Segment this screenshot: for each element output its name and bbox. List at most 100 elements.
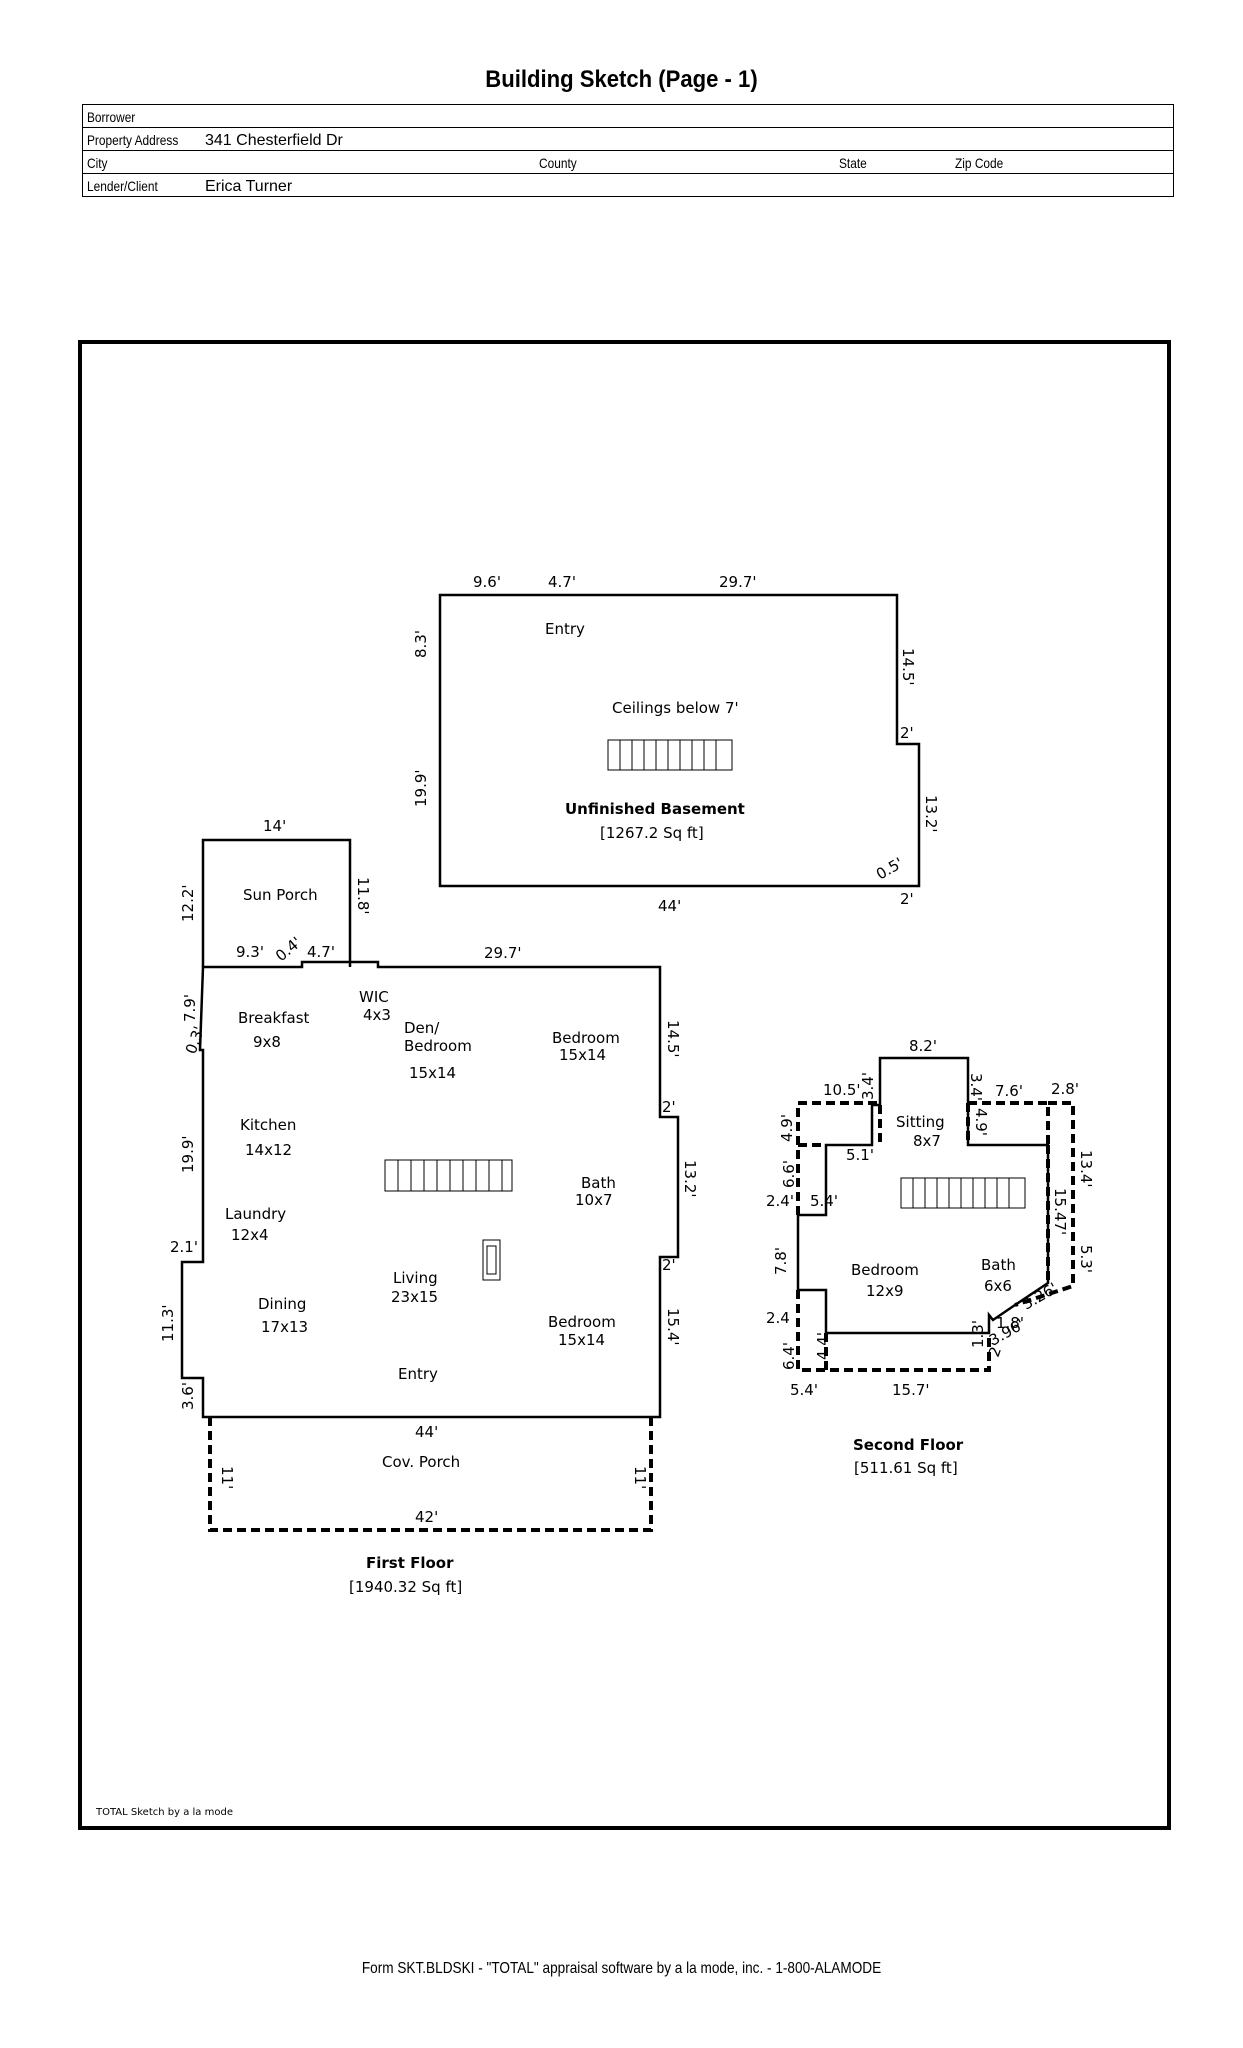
ff-dim: 2'	[662, 1256, 676, 1274]
sf-dim: 10.5'	[823, 1081, 861, 1099]
basement-dim: 44'	[658, 897, 681, 915]
room-bedroom-1-size: 15x14	[559, 1046, 606, 1064]
room-sitting: Sitting	[896, 1113, 945, 1131]
ff-dim: 2'	[662, 1098, 676, 1116]
basement-dim: 2'	[900, 890, 914, 908]
sf-dim: 2.4	[766, 1309, 790, 1327]
sf-dim: 6.6'	[780, 1160, 798, 1188]
room-den: Den/	[404, 1019, 440, 1037]
sketch-credit: TOTAL Sketch by a la mode	[95, 1807, 233, 1818]
sf-dim: 13.4'	[1077, 1150, 1095, 1188]
room-bedroom-2: Bedroom	[548, 1313, 616, 1331]
ff-dim: 11'	[218, 1466, 236, 1489]
fireplace-symbol	[482, 1239, 501, 1281]
sf-dim: 4.4'	[814, 1332, 832, 1360]
sf-dim: 2.4'	[766, 1192, 794, 1210]
room-den-size: 15x14	[409, 1064, 456, 1082]
basement-dim: 8.3'	[412, 630, 430, 658]
sf-dim: 15.7'	[892, 1381, 930, 1399]
sf-dim: 3.4'	[859, 1072, 877, 1100]
room-wic: WIC	[359, 988, 389, 1006]
second-floor-stairs	[900, 1177, 1026, 1209]
basement-area: [1267.2 Sq ft]	[600, 824, 704, 842]
basement-outline	[438, 593, 921, 888]
basement-dim: 29.7'	[719, 573, 757, 591]
ff-dim: 7.9'	[181, 994, 199, 1022]
sf-dim: 7.8'	[772, 1247, 790, 1275]
ff-dim: 0.3'	[182, 1024, 208, 1056]
room-sf-bath-size: 6x6	[984, 1277, 1012, 1295]
room-bedroom-2-size: 15x14	[558, 1331, 605, 1349]
borrower-row: Borrower	[83, 105, 1173, 128]
basement-dim: 14.5'	[899, 648, 917, 686]
basement-labels: 9.6' 4.7' 29.7' 8.3' 19.9' 14.5' 2' 13.2…	[412, 573, 940, 915]
ff-dim: 9.3'	[236, 943, 264, 961]
room-bedroom-1: Bedroom	[552, 1029, 620, 1047]
header-form: Borrower Property Address 341 Chesterfie…	[82, 104, 1174, 197]
basement-dim: 9.6'	[473, 573, 501, 591]
first-floor-labels: 14' 12.2' 11.8' 9.3' 0.4' 4.7' 29.7' 0.3…	[159, 817, 699, 1596]
sf-dim: 15.47'	[1051, 1188, 1069, 1235]
city-label: City	[87, 155, 108, 171]
room-living-size: 23x15	[391, 1288, 438, 1306]
state-label: State	[839, 155, 867, 171]
room-living: Living	[393, 1269, 438, 1287]
zip-label: Zip Code	[955, 155, 1004, 171]
ff-dim: 14.5'	[664, 1020, 682, 1058]
property-address-label: Property Address	[87, 132, 179, 148]
room-breakfast-size: 9x8	[253, 1033, 281, 1051]
sf-dim: 3.4'	[967, 1073, 985, 1101]
second-floor-dashed	[796, 1101, 1075, 1372]
sf-dim: 7.6'	[995, 1082, 1023, 1100]
room-kitchen-size: 14x12	[245, 1141, 292, 1159]
basement-ceiling-note: Ceilings below 7'	[612, 699, 739, 717]
sketch-area: 9.6' 4.7' 29.7' 8.3' 19.9' 14.5' 2' 13.2…	[78, 340, 1171, 1830]
property-address-value: 341 Chesterfield Dr	[205, 132, 343, 149]
room-sitting-size: 8x7	[913, 1132, 941, 1150]
ff-dim: 4.7'	[307, 943, 335, 961]
room-sun-porch: Sun Porch	[243, 886, 318, 904]
room-dining-size: 17x13	[261, 1318, 308, 1336]
page-title: Building Sketch (Page - 1)	[485, 66, 758, 93]
sf-dim: 5.3'	[1077, 1245, 1095, 1273]
first-floor-title: First Floor	[366, 1554, 454, 1572]
property-address-row: Property Address 341 Chesterfield Dr	[83, 128, 1173, 151]
lender-label: Lender/Client	[87, 178, 158, 194]
first-floor-area: [1940.32 Sq ft]	[349, 1578, 462, 1596]
second-floor	[796, 1056, 1075, 1372]
ff-dim: 19.9'	[179, 1135, 197, 1173]
ff-dim: 11'	[631, 1466, 649, 1489]
ff-dim: 12.2'	[179, 884, 197, 922]
sf-dim: 5.4'	[810, 1192, 838, 1210]
basement-dim: 19.9'	[412, 769, 430, 807]
sf-dim: 8.2'	[909, 1037, 937, 1055]
ff-dim: 11.8'	[354, 877, 372, 915]
first-floor-outline	[180, 960, 680, 1419]
sun-porch-outline	[201, 838, 352, 967]
ff-dim: 29.7'	[484, 944, 522, 962]
ff-dim: 15.4'	[664, 1308, 682, 1346]
room-entry: Entry	[398, 1365, 438, 1383]
basement-dim: 13.2'	[922, 795, 940, 833]
sf-dim: 6.4'	[780, 1342, 798, 1370]
county-label: County	[539, 155, 577, 171]
room-wic-size: 4x3	[363, 1006, 391, 1024]
room-den-bedroom: Bedroom	[404, 1037, 472, 1055]
room-breakfast: Breakfast	[238, 1009, 310, 1027]
sf-dim: 5.4'	[790, 1381, 818, 1399]
sf-dim: 3.26'	[1019, 1279, 1061, 1313]
ff-dim: 2.1'	[170, 1238, 198, 1256]
sf-dim: 2.8'	[1051, 1080, 1079, 1098]
lender-value: Erica Turner	[205, 178, 293, 195]
second-floor-labels: 8.2' 10.5' 3.4' 3.4' 7.6' 2.8' 4.9' 4.9'…	[766, 1037, 1095, 1477]
basement-title: Unfinished Basement	[565, 800, 745, 818]
basement-dim: 0.5'	[873, 854, 906, 884]
borrower-label: Borrower	[87, 109, 136, 125]
room-bath-size: 10x7	[575, 1191, 613, 1209]
covered-porch-outline	[208, 1417, 653, 1532]
basement-stairs	[607, 739, 733, 771]
basement-room-entry: Entry	[545, 620, 585, 638]
city-row: City County State Zip Code	[83, 151, 1173, 174]
room-bath: Bath	[581, 1174, 616, 1192]
footer-text: Form SKT.BLDSKI - "TOTAL" appraisal soft…	[361, 1960, 882, 1977]
